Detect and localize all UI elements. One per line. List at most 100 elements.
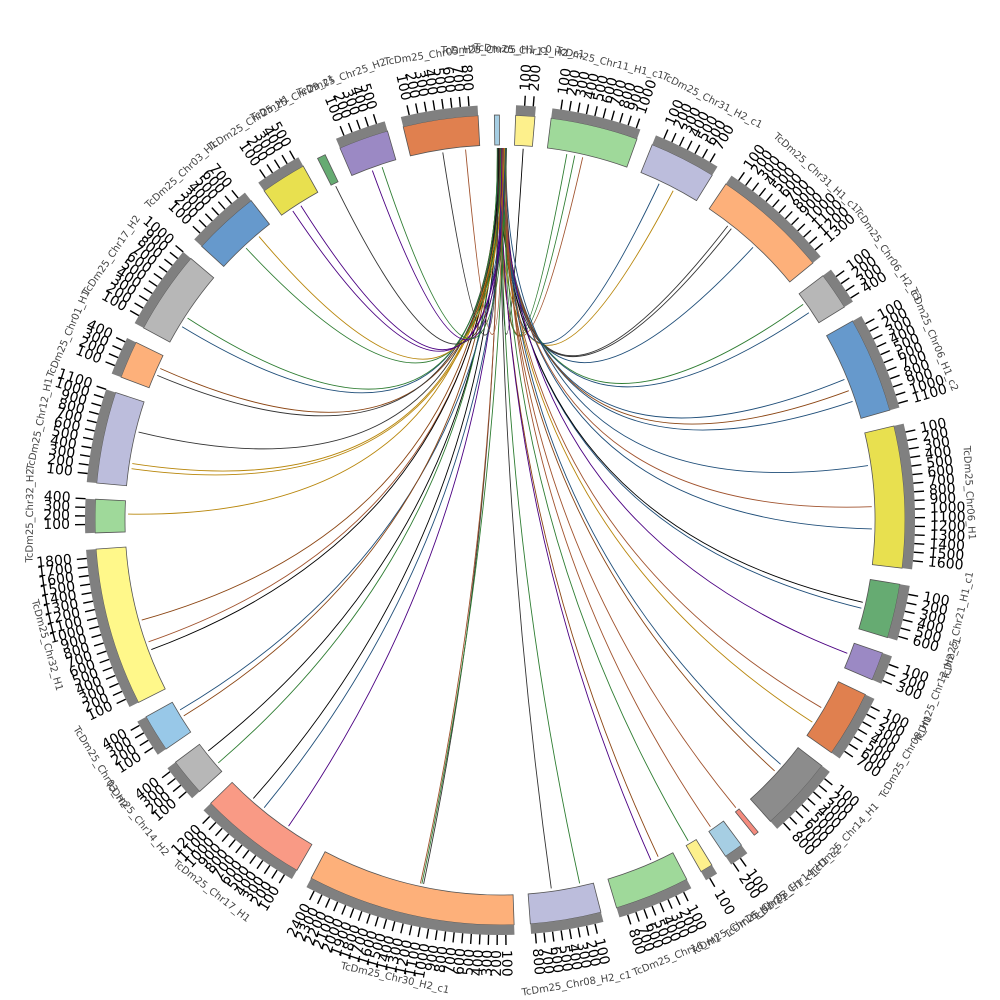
tick-label: 600	[451, 948, 469, 976]
tick-mark	[91, 634, 102, 639]
tick-label: 900	[625, 83, 648, 113]
tick-bar	[725, 845, 748, 865]
tick-mark	[158, 265, 168, 273]
tick-label: 1100	[930, 509, 966, 525]
tick-mark	[333, 901, 339, 912]
tick-mark	[339, 125, 345, 136]
link-ribbon	[371, 148, 503, 341]
tick-mark	[865, 318, 875, 325]
tick-mark	[902, 619, 913, 623]
tick-mark	[112, 344, 122, 351]
tick-label: 1000	[412, 942, 434, 980]
tick-mark	[635, 911, 640, 922]
tick-label: 600	[911, 633, 941, 656]
tick-mark	[289, 150, 296, 160]
tick-mark	[560, 930, 564, 941]
tick-mark	[406, 105, 410, 116]
tick-label: 600	[547, 946, 566, 975]
tick-mark	[105, 361, 116, 367]
tick-label: 1300	[42, 596, 80, 619]
tick-label: 700	[442, 946, 461, 974]
tick-bar	[258, 157, 304, 191]
link-ribbon	[502, 148, 689, 842]
tick-mark	[83, 600, 94, 604]
tick-bar	[852, 316, 900, 411]
tick-label: 800	[458, 64, 476, 92]
tick-bar	[725, 175, 821, 263]
tick-mark	[80, 583, 91, 587]
tick-mark	[224, 195, 233, 205]
tick-mark	[594, 923, 599, 934]
tick-label: 100	[922, 589, 951, 610]
tick-mark	[231, 189, 239, 199]
tick-mark	[873, 333, 883, 340]
tick-label: 200	[920, 598, 949, 619]
tick-label: 400	[43, 489, 71, 506]
tick-mark	[242, 849, 250, 859]
segment-TcDm25_Chr25_H2	[339, 130, 397, 177]
tick-label: 1600	[927, 554, 964, 573]
link-ribbon	[500, 148, 576, 337]
tick-label: 300	[43, 498, 70, 515]
tick-label: 200	[46, 451, 75, 470]
tick-mark	[89, 625, 100, 630]
tick-mark	[888, 663, 899, 669]
tick-mark	[900, 627, 911, 632]
tick-mark	[840, 277, 850, 285]
link-ribbon	[504, 148, 737, 808]
tick-label: 500	[913, 624, 943, 646]
tick-mark	[568, 100, 572, 111]
tick-mark	[667, 899, 673, 909]
segment-TcDm25_Chr05_H1	[402, 115, 481, 157]
tick-mark	[356, 119, 361, 130]
tick-mark	[198, 219, 207, 228]
link-ribbon	[187, 148, 498, 390]
tick-bar	[831, 694, 875, 759]
tick-mark	[913, 490, 925, 493]
tick-mark	[651, 905, 657, 916]
tick-bar	[167, 762, 200, 799]
tick-mark	[81, 445, 92, 449]
tick-mark	[76, 557, 87, 561]
tick-mark	[324, 898, 331, 908]
tick-label: 400	[49, 433, 78, 453]
tick-mark	[347, 122, 353, 133]
tick-bar	[400, 105, 479, 127]
segment-TcDm25_Chr05_H1_c0	[493, 114, 500, 146]
tick-mark	[824, 778, 833, 786]
tick-mark	[211, 207, 220, 216]
segment-TcDm25_Chr16_H1	[607, 852, 688, 909]
tick-mark	[86, 617, 97, 622]
tick-mark	[671, 132, 677, 143]
tick-mark	[452, 932, 455, 943]
tick-mark	[138, 294, 149, 302]
tick-mark	[568, 928, 573, 940]
tick-label: 500	[555, 944, 575, 973]
tick-mark	[383, 918, 388, 929]
tick-label: 400	[564, 943, 584, 972]
tick-mark	[801, 804, 810, 813]
tick-mark	[883, 358, 894, 364]
tick-label: 400	[420, 68, 440, 97]
segment-TcDm25_Chr31_H1_c1	[708, 183, 814, 283]
tick-mark	[862, 721, 872, 728]
tick-mark	[866, 713, 876, 720]
tick-bar	[84, 498, 96, 534]
tick-mark	[167, 777, 176, 786]
tick-mark	[745, 177, 753, 186]
link-ribbon	[421, 148, 507, 884]
tick-label: 1500	[928, 545, 965, 564]
tick-label: 100	[498, 950, 514, 977]
tick-mark	[214, 827, 223, 837]
tick-mark	[709, 877, 716, 888]
tick-mark	[423, 101, 427, 112]
tick-mark	[913, 481, 924, 484]
tick-mark	[732, 862, 740, 872]
link-ribbon	[141, 148, 499, 621]
tick-mark	[627, 914, 632, 925]
tick-label: 400	[915, 616, 945, 638]
tick-mark	[663, 129, 669, 140]
tick-label: 500	[460, 948, 478, 976]
segment-TcDm25_Chr06_H2_c3	[798, 275, 845, 324]
link-ribbon	[505, 148, 729, 357]
